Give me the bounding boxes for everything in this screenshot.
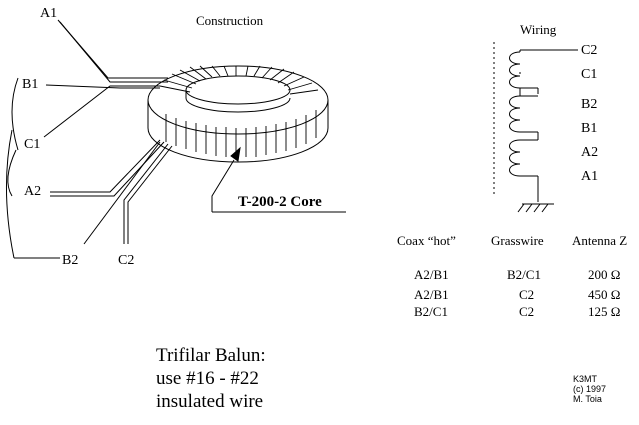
- title-block: Trifilar Balun: use #16 - #22 insulated …: [156, 344, 266, 413]
- credit-line: K3MT: [573, 374, 598, 384]
- title-line: use #16 - #22: [156, 368, 259, 389]
- table-header-grasswire: Grasswire: [491, 233, 544, 248]
- credit-line: M. Toia: [573, 394, 602, 404]
- table-header-antenna-z: Antenna Z: [572, 233, 628, 248]
- wire-label-a2: A2: [24, 184, 42, 199]
- credit-line: (c) 1997: [573, 384, 607, 394]
- table-cell: B2/C1: [414, 304, 448, 319]
- wiring-tap-c2: C2: [581, 43, 598, 58]
- wiring-tap-b2: B2: [581, 97, 598, 112]
- core-pointer: [211, 159, 235, 212]
- table-cell: B2/C1: [507, 267, 541, 282]
- wiring-tap-a2: A2: [581, 145, 599, 160]
- wire-label-a1: A1: [40, 6, 58, 21]
- title-line: insulated wire: [156, 391, 264, 412]
- table-cell: 125 Ω: [588, 304, 621, 319]
- construction-title: Construction: [196, 13, 264, 28]
- table-cell: C2: [519, 287, 535, 302]
- lead-wires: [43, 19, 173, 245]
- toroid-hole: [185, 75, 291, 105]
- wire-label-c2: C2: [118, 253, 135, 268]
- wiring-tap-a1: A1: [581, 169, 599, 184]
- table-cell: C2: [519, 304, 535, 319]
- wiring-tap-b1: B1: [581, 121, 598, 136]
- table-header-coax: Coax “hot”: [397, 233, 456, 248]
- wiring-tap-c1: C1: [581, 67, 598, 82]
- wire-label-b1: B1: [22, 77, 39, 92]
- pair-braces: [6, 77, 60, 259]
- title-line: Trifilar Balun:: [156, 345, 266, 366]
- credit-block: K3MT (c) 1997 M. Toia: [573, 374, 606, 404]
- wire-label-c1: C1: [24, 137, 41, 152]
- table-cell: 450 Ω: [588, 287, 621, 302]
- wiring-schematic: [493, 42, 578, 213]
- table-cell: A2/B1: [414, 287, 449, 302]
- wiring-title: Wiring: [520, 22, 557, 37]
- table-cell: A2/B1: [414, 267, 449, 282]
- wire-label-b2: B2: [62, 253, 79, 268]
- core-label: T-200-2 Core: [238, 194, 322, 210]
- table-cell: 200 Ω: [588, 267, 621, 282]
